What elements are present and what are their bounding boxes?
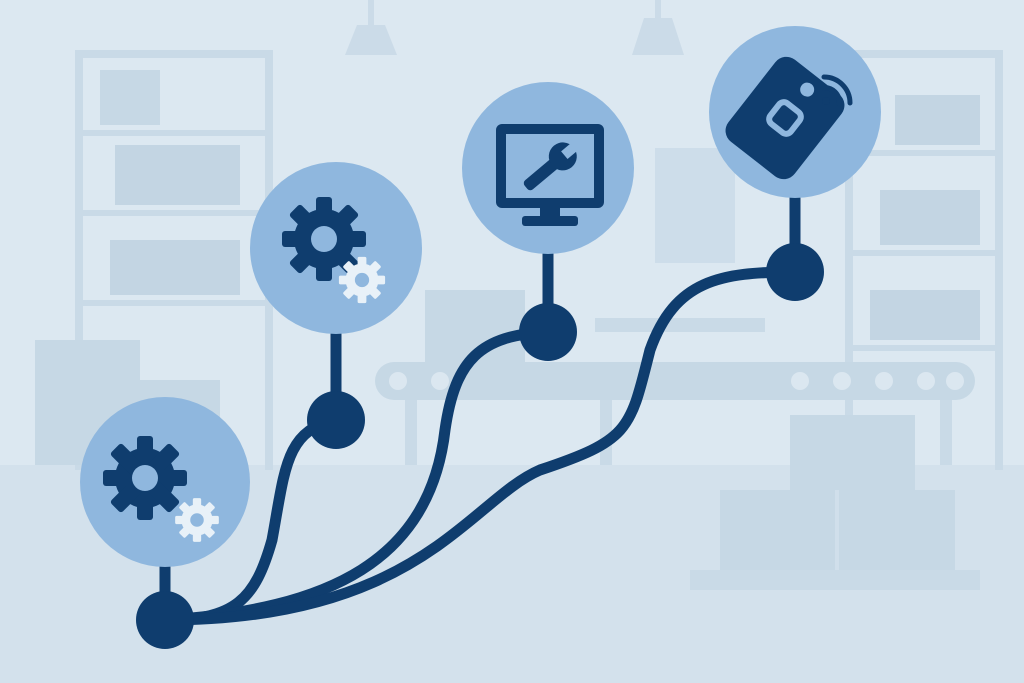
roadmap-nodes — [136, 243, 824, 649]
branch-to-stage-3 — [159, 326, 554, 626]
gears-icon — [282, 197, 386, 304]
right-shelving-unit — [845, 50, 1003, 470]
monitor-wrench-icon — [496, 124, 604, 226]
node-stage-3 — [519, 303, 577, 361]
left-shelving-unit — [75, 50, 273, 470]
branch-to-stage-4 — [159, 266, 801, 626]
gears-icon — [103, 436, 219, 542]
node-stage-2 — [307, 391, 365, 449]
wireless-signal-icon — [820, 74, 853, 107]
ceiling-lamps — [345, 0, 684, 55]
node-stage-1 — [136, 591, 194, 649]
rfid-tag-icon — [725, 56, 853, 180]
pallet-boxes — [690, 415, 980, 590]
node-stage-4 — [766, 243, 824, 301]
wall-panel — [655, 148, 735, 263]
roadmap-paths — [159, 184, 801, 626]
